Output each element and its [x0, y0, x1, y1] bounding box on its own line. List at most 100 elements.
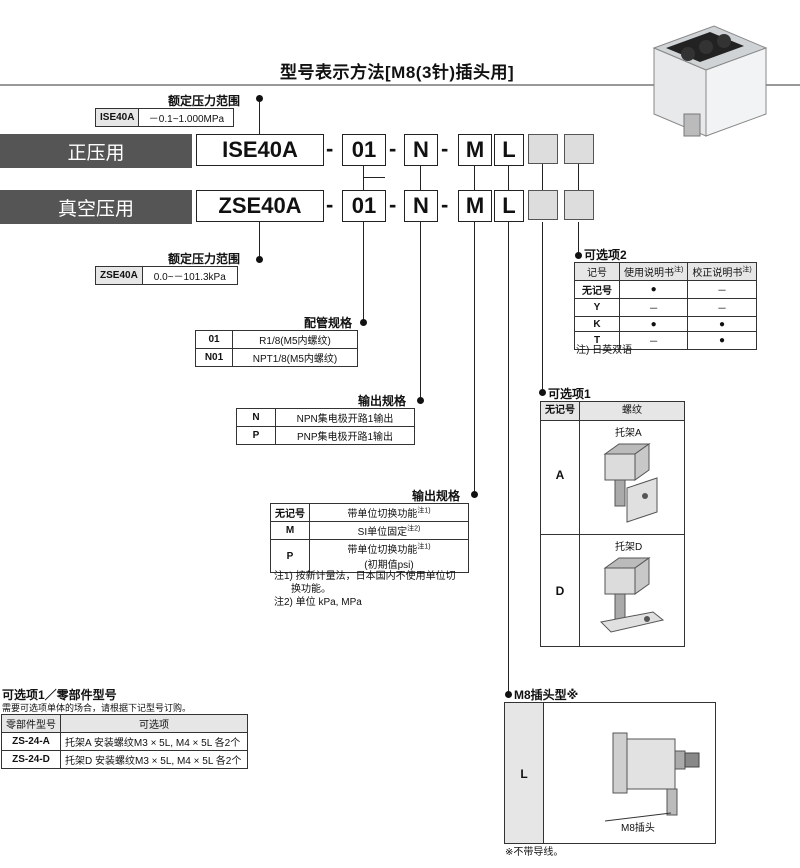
dash: - [326, 136, 334, 161]
parts-header: 可选项 [60, 714, 248, 733]
unit-notes: 注1) 按新计量法，日本国内不使用单位切 换功能。 注2) 单位 kPa, MP… [274, 570, 456, 609]
option2-code: T [574, 331, 620, 350]
unit-box-positive: M [458, 134, 492, 166]
rated-vac-table: ZSE40A 0.0~－101.3kPa [95, 266, 238, 285]
m8-code: L [520, 767, 528, 781]
output-desc: PNP集电极开路1输出 [275, 426, 415, 445]
option2-header-note: 注) [742, 266, 752, 274]
unit-leader [474, 222, 475, 494]
rated-pos-code: ISE40A [94, 108, 140, 127]
m8-table: L M8插头 [504, 702, 716, 844]
parts-code: ZS-24-D [1, 750, 61, 769]
unit-code: P [270, 539, 310, 573]
dash: - [441, 136, 449, 161]
rated-vac-dot [256, 256, 263, 263]
dash: - [389, 136, 397, 161]
m8-code-cell [505, 703, 544, 843]
piping-table: 01 R1/8(M5内螺纹) N01 NPT1/8(M5内螺纹) [195, 330, 358, 367]
rated-vac-leader [259, 222, 260, 258]
option1-header: 螺纹 [580, 402, 684, 421]
rated-pos-dot [256, 95, 263, 102]
output-code: N [236, 408, 276, 427]
piping-dot [360, 319, 367, 326]
option2-table: 记号 使用说明书注) 校正说明书注) 无记号●－ Y－－ K●● T－● [574, 262, 757, 350]
option2-cell: ● [618, 280, 689, 299]
unit-note: 换功能。 [291, 584, 331, 595]
output-box-vacuum: N [404, 190, 438, 222]
rated-vac-title: 额定压力范围 [168, 252, 241, 266]
option1-table: 无记号 螺纹 A 托架A D 托架D [540, 401, 685, 647]
port-link [363, 177, 385, 178]
option2-box-vacuum [564, 190, 594, 220]
parts-subtitle: 需要可选项单体的场合，请根据下记型号订购。 [2, 703, 192, 713]
option1-title: 可选项1 [548, 387, 591, 401]
parts-table: 零部件型号 可选项 ZS-24-A 托架A 安装螺纹M3 × 5L, M4 × … [1, 714, 248, 769]
rated-pos-range: －0.1~1.000MPa [138, 108, 235, 127]
option1-code: D [555, 584, 565, 598]
option2-title: 可选项2 [584, 248, 627, 262]
port-box-positive: 01 [342, 134, 386, 166]
option2-header: 校正说明书 [692, 268, 743, 279]
piping-code: N01 [195, 348, 233, 367]
option1-leader [542, 222, 543, 392]
connector-leader [508, 222, 509, 694]
option2-cell: － [687, 298, 757, 317]
unit-box-vacuum: M [458, 190, 492, 222]
rated-pos-title: 额定压力范围 [168, 94, 241, 108]
piping-desc: NPT1/8(M5内螺纹) [232, 348, 358, 367]
title-underline [0, 84, 800, 86]
option2-note: 注) 日英双语 [576, 345, 633, 356]
m8-connector-image [604, 732, 700, 822]
connector-box-vacuum: L [494, 190, 524, 222]
unit-title: 输出规格 [412, 489, 461, 503]
rated-vac-range: 0.0~－101.3kPa [141, 266, 238, 285]
rated-vac-code: ZSE40A [95, 266, 143, 285]
option1-name: 托架A [615, 428, 642, 439]
option2-code: K [574, 316, 620, 332]
parts-code: ZS-24-A [1, 732, 61, 751]
output-code: P [236, 426, 276, 445]
unit-note-ref: 注1) [417, 507, 431, 515]
unit-note: 注1) 按新计量法，日本国内不使用单位切 [274, 571, 456, 582]
connector-link [508, 166, 509, 190]
dash: - [389, 192, 397, 217]
dash: - [326, 192, 334, 217]
dash: - [441, 192, 449, 217]
option2-code: 无记号 [574, 280, 620, 299]
output-dot [417, 397, 424, 404]
connector-box-positive: L [494, 134, 524, 166]
piping-leader [363, 222, 364, 322]
connector-dot [505, 691, 512, 698]
option2-leader [578, 222, 579, 256]
m8-title: M8插头型※ [514, 688, 579, 702]
output-desc: NPN集电极开路1输出 [275, 408, 415, 427]
option1-box-vacuum [528, 190, 558, 220]
option1-link [542, 164, 543, 190]
option1-divider [541, 534, 684, 535]
option2-header-note: 注) [674, 266, 684, 274]
unit-note-ref: 注2) [407, 525, 421, 533]
output-leader [420, 222, 421, 400]
parts-header: 零部件型号 [1, 714, 61, 733]
output-link [420, 166, 421, 190]
parts-desc: 托架D 安装螺纹M3 × 5L, M4 × 5L 各2个 [60, 750, 248, 769]
output-title: 输出规格 [358, 394, 407, 408]
option2-code: Y [574, 298, 620, 317]
m8-caption: M8插头 [621, 823, 655, 834]
option2-dot [575, 252, 582, 259]
row-label-vacuum: 真空压用 [0, 190, 192, 224]
option2-cell: ● [618, 316, 689, 332]
option2-cell: － [618, 331, 689, 350]
option1-header: 无记号 [541, 402, 580, 421]
option1-dot [539, 389, 546, 396]
unit-dot [471, 491, 478, 498]
unit-code: M [270, 521, 310, 540]
parts-title: 可选项1／零部件型号 [2, 688, 117, 702]
unit-desc: 带单位切换功能 [347, 545, 418, 556]
option2-header: 使用说明书 [624, 268, 674, 279]
model-box-vacuum: ZSE40A [196, 190, 324, 222]
option1-divider [579, 420, 580, 646]
output-box-positive: N [404, 134, 438, 166]
port-box-vacuum: 01 [342, 190, 386, 222]
unit-link [474, 166, 475, 190]
